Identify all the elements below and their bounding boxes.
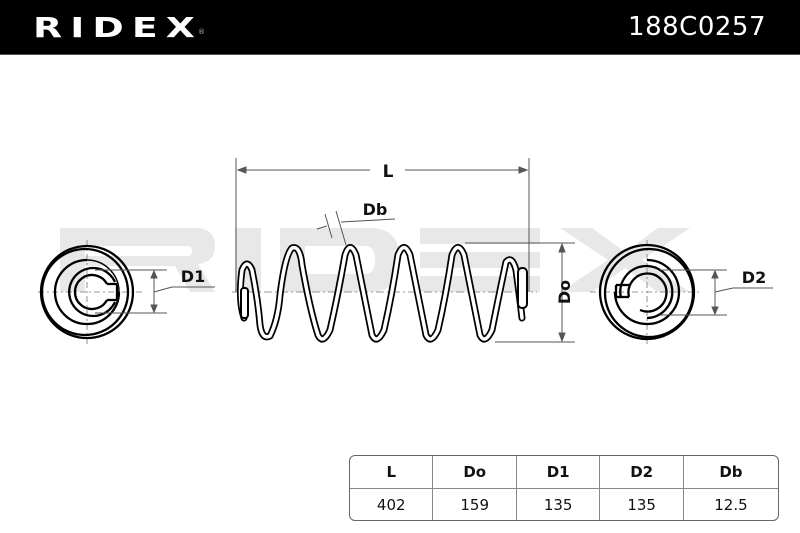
- col-header-l: L: [350, 456, 434, 489]
- brand-logo: RIDEX: [33, 11, 204, 44]
- spec-value-row: 402 159 135 135 12.5: [350, 489, 778, 520]
- d2-label: D2: [742, 268, 766, 287]
- col-header-d1: D1: [516, 456, 601, 489]
- d2-dimension: [660, 269, 773, 316]
- value-d1: 135: [517, 489, 601, 520]
- header-bar: RIDEX ® 188C0257: [0, 0, 800, 55]
- spring-coils: [236, 244, 528, 343]
- col-header-d2: D2: [600, 456, 684, 489]
- part-number: 188C0257: [628, 12, 766, 42]
- d1-label: D1: [181, 267, 205, 286]
- outer-diameter-label: Do: [555, 280, 574, 304]
- value-l: 402: [350, 489, 434, 520]
- d1-dimension: [95, 269, 215, 314]
- bar-diameter-dimension: [316, 210, 396, 246]
- value-do: 159: [433, 489, 517, 520]
- registered-mark: ®: [198, 28, 205, 36]
- bar-diameter-label: Db: [363, 200, 388, 219]
- spring-drawing: L Db Do: [38, 158, 773, 345]
- end-view-1: [38, 240, 145, 345]
- length-label: L: [383, 162, 394, 182]
- outer-diameter-dimension: [465, 242, 575, 343]
- spec-table: L Do D1 D2 Db 402 159 135 135 12.5: [349, 455, 779, 521]
- length-dimension: [235, 158, 530, 292]
- spec-header-row: L Do D1 D2 Db: [350, 456, 778, 489]
- col-header-db: Db: [683, 456, 778, 489]
- col-header-do: Do: [433, 456, 517, 489]
- value-db: 12.5: [714, 495, 748, 514]
- value-d2: 135: [600, 489, 684, 520]
